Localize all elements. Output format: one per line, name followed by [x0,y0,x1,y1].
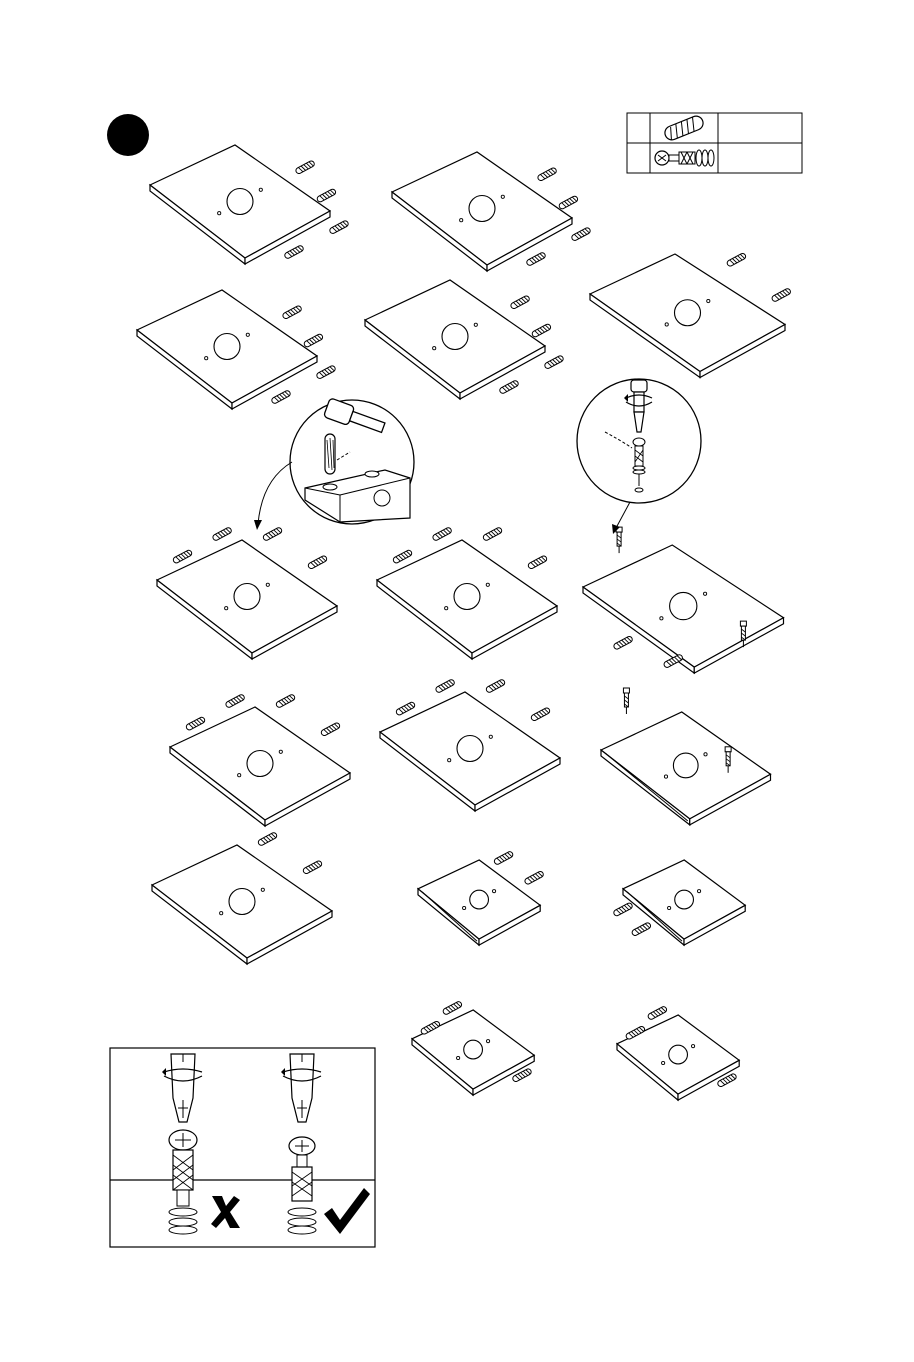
panel-grid [137,145,791,1100]
hinge-hole [673,753,698,778]
panel-15 [412,1001,534,1096]
panel-10 [380,679,560,811]
step-badge [107,114,149,156]
dowel-icon [493,851,513,866]
panel-9 [170,694,350,826]
dowel-icon [185,716,205,731]
dowel-icon [613,635,633,650]
dowel-icon [442,1001,462,1016]
panel-14 [613,860,745,945]
dowel-icon [307,555,327,570]
dowel-icon [392,549,412,564]
dowel-icon [295,160,315,175]
dowel-icon [537,167,557,182]
hinge-hole [469,196,495,222]
dowel-icon [530,707,550,722]
panel-7 [377,527,557,659]
hinge-hole [214,334,240,360]
dowel-icon [212,527,232,542]
hardware-legend [627,113,802,173]
cam-bolt-icon [623,688,629,714]
dowel-icon [531,323,551,338]
dowel-icon [435,679,455,694]
hinge-hole [675,890,694,909]
panel-3 [590,252,791,377]
detail-arrow [258,462,292,524]
screw-detail [577,379,701,534]
dowel-icon [771,288,791,303]
dowel-icon [257,832,277,847]
dowel-icon [329,220,349,235]
dowel-icon [499,380,519,395]
dowel-icon [485,679,505,694]
dowel-icon [432,527,452,542]
panel-5 [365,280,564,399]
hinge-hole [442,324,468,350]
panel-6 [157,527,337,659]
panel-12 [152,832,332,964]
dowel-icon [303,333,323,348]
dowel-icon [647,1006,667,1021]
hinge-hole [227,189,253,215]
cam-bolt-icon [616,527,622,553]
dowel-icon [526,252,546,267]
hammer-detail [254,398,414,530]
dowel-icon [282,305,302,320]
hinge-hole [675,300,701,326]
hinge-hole [470,890,489,909]
hinge-hole [457,736,483,762]
dowel-icon [524,870,544,885]
dowel-icon [544,355,564,370]
panel-16 [617,1006,739,1101]
dowel-icon [172,549,192,564]
dowel-icon [320,722,340,737]
hinge-hole [234,584,260,610]
cam-bolt-icon [655,150,714,166]
dowel-icon [726,252,746,267]
step-badge-circle [107,114,149,156]
hinge-hole [229,889,255,915]
hinge-hole [454,584,480,610]
hinge-hole [464,1040,483,1059]
dowel-icon [613,902,633,917]
hinge-hole [669,1045,688,1064]
screw-depth-guide [110,1048,375,1247]
dowel-icon [558,195,578,210]
panel-4 [137,290,336,409]
dowel-icon [316,365,336,380]
dowel-icon [510,295,530,310]
dowel-icon [275,694,295,709]
dowel-icon [262,527,282,542]
dowel-icon [571,227,591,242]
detail-arrow [616,502,630,528]
dowel-icon [395,701,415,716]
panel-2 [392,152,591,271]
dowel-icon [271,390,291,405]
dowel-icon [631,922,651,937]
dowel-icon [225,694,245,709]
dowel-icon [527,555,547,570]
dowel-icon [316,188,336,203]
hinge-hole [670,592,697,619]
hinge-hole [247,751,273,777]
panel-13 [418,851,544,946]
dowel-icon [302,860,322,875]
panel-8 [583,527,784,673]
panel-1 [150,145,349,264]
dowel-icon [284,245,304,260]
dowel-icon [482,527,502,542]
panel-11 [601,688,771,825]
